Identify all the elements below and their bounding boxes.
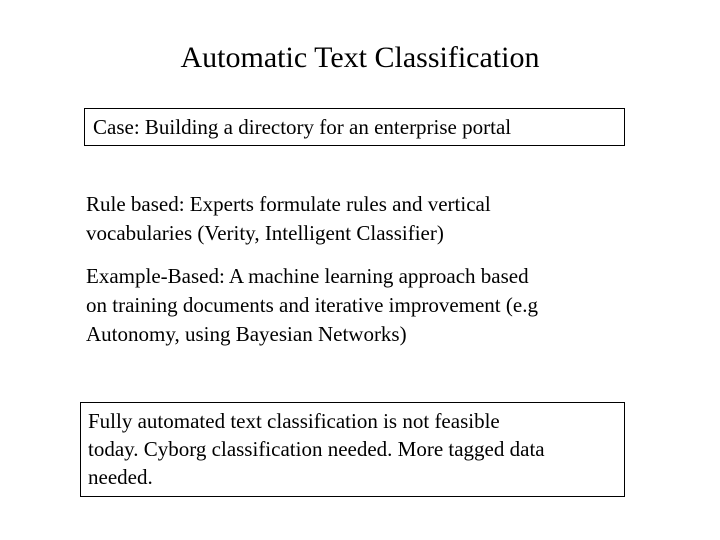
rule-based-paragraph: Rule based: Experts formulate rules and … (86, 190, 626, 248)
rule-based-line: Rule based: Experts formulate rules and … (86, 192, 491, 216)
case-box: Case: Building a directory for an enterp… (84, 108, 625, 146)
rule-based-line: vocabularies (Verity, Intelligent Classi… (86, 221, 444, 245)
slide-title: Automatic Text Classification (180, 41, 540, 74)
conclusion-line: today. Cyborg classification needed. Mor… (88, 437, 545, 461)
example-based-paragraph: Example-Based: A machine learning approa… (86, 262, 626, 349)
conclusion-box: Fully automated text classification is n… (80, 402, 625, 497)
example-based-line: Example-Based: A machine learning approa… (86, 264, 529, 288)
conclusion-line: needed. (88, 465, 153, 489)
example-based-line: Autonomy, using Bayesian Networks) (86, 322, 407, 346)
case-box-text: Case: Building a directory for an enterp… (93, 115, 512, 139)
example-based-line: on training documents and iterative impr… (86, 293, 538, 317)
conclusion-line: Fully automated text classification is n… (88, 409, 500, 433)
